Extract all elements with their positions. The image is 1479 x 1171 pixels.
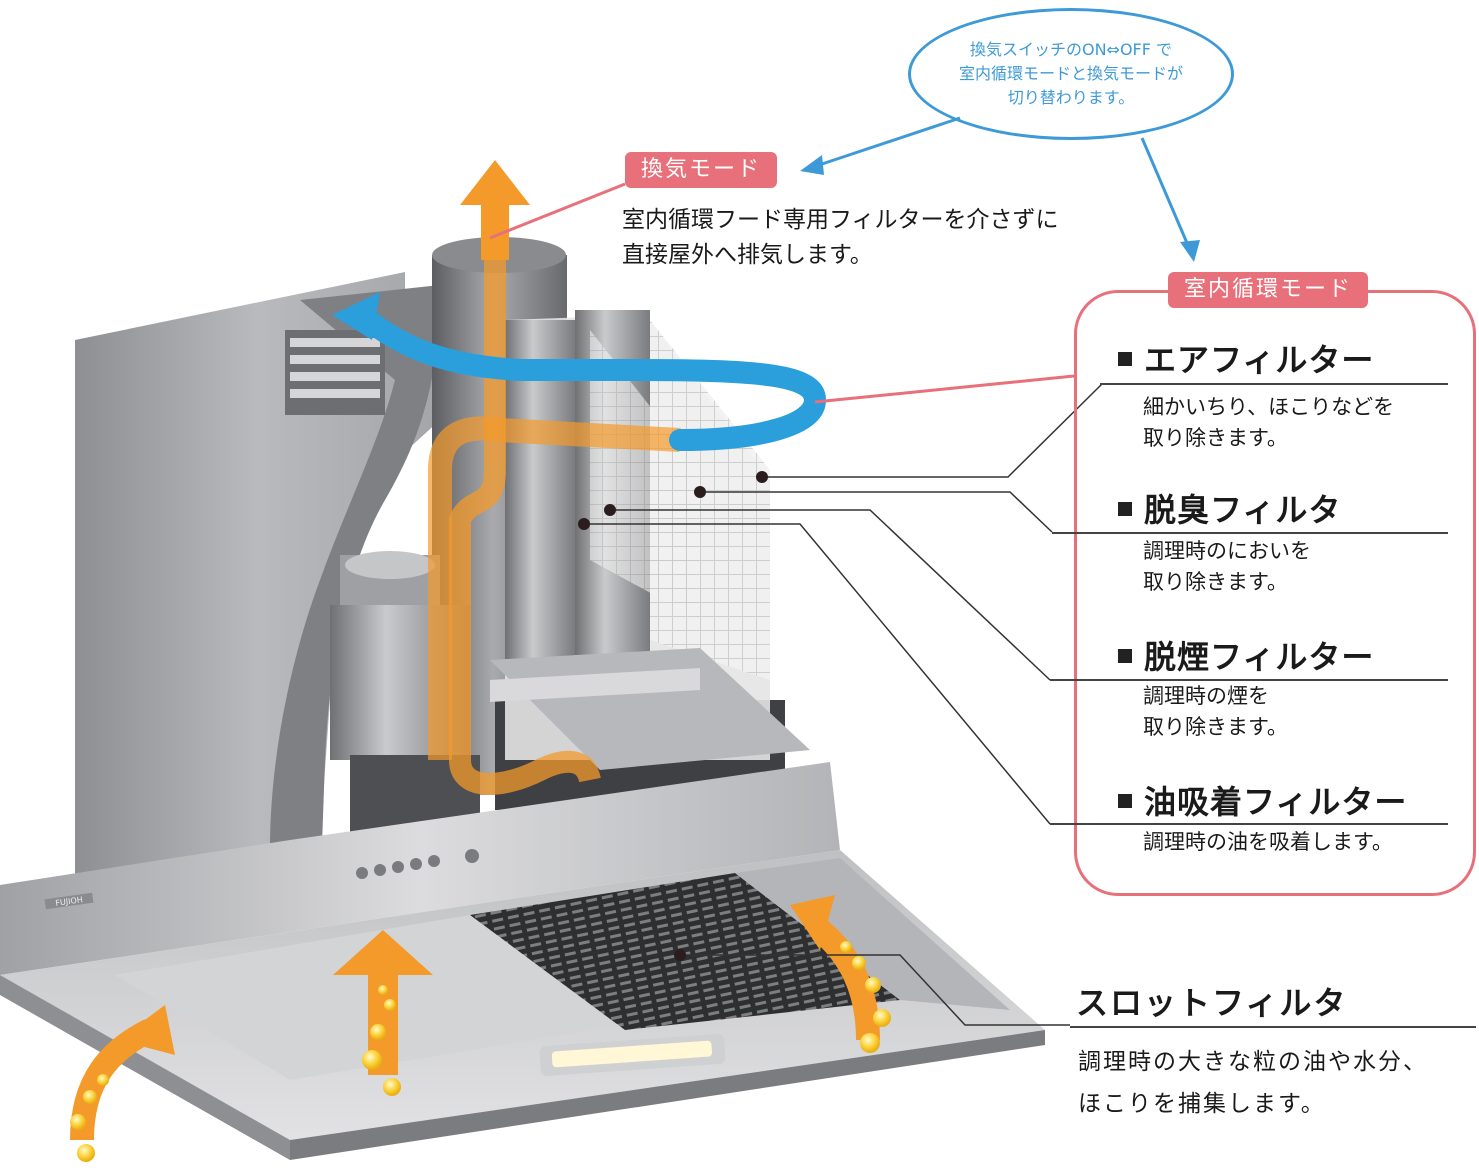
filter-desc-smoke-2: 取り除きます。 (1143, 715, 1288, 739)
vent-grill (285, 330, 385, 415)
oil-particles (70, 941, 891, 1162)
filter-desc-air-2: 取り除きます。 (1143, 426, 1288, 450)
recirc-label-connector (814, 374, 1075, 404)
bubble-pointer-arrows (800, 116, 1200, 262)
divider (1050, 823, 1448, 825)
slot-filter-heading: スロットフィルタ (1076, 984, 1348, 1022)
intake-arrow-right (790, 895, 880, 1041)
exhaust-mode-label: 換気モード (625, 152, 778, 188)
slot-filter-desc-1: 調理時の大きな粒の油や水分、 (1078, 1049, 1428, 1075)
exhaust-mode-desc-1: 室内循環フード専用フィルターを介さずに (622, 207, 1059, 233)
bubble-line-3: 切り替わります。 (1007, 88, 1135, 107)
filter-desc-deodorize-2: 取り除きます。 (1143, 570, 1288, 594)
filter-desc-smoke-1: 調理時の煙を (1143, 684, 1269, 708)
recirculation-arrow (332, 292, 827, 451)
filter-heading-deodorize: 脱臭フィルタ (1118, 490, 1341, 530)
leader-lines (584, 383, 1103, 1026)
divider (1050, 679, 1448, 681)
brand-logo: FUJIOH (55, 895, 83, 908)
divider (1052, 532, 1448, 534)
filter-heading-smoke: 脱煙フィルター (1118, 637, 1374, 677)
recirc-mode-label: 室内循環モード (1168, 272, 1369, 308)
bubble-line-1: 換気スイッチのON⇔OFF で (969, 40, 1173, 59)
exhaust-mode-desc-2: 直接屋外へ排気します。 (622, 242, 873, 268)
mode-switch-bubble: 換気スイッチのON⇔OFF で 室内循環モードと換気モードが 切り替わります。 (908, 8, 1234, 140)
bullet-square (1118, 502, 1132, 516)
control-buttons (356, 849, 479, 879)
filter-desc-air-1: 細かいちり、ほこりなどを (1143, 395, 1395, 419)
filter-heading-oil-adsorb: 油吸着フィルター (1118, 782, 1407, 822)
slot-filter-desc-2: ほこりを捕集します。 (1078, 1091, 1326, 1117)
filter-desc-oil-adsorb-1: 調理時の油を吸着します。 (1143, 830, 1393, 854)
divider (1100, 383, 1448, 385)
hood-body: FUJIOH (0, 762, 1045, 1160)
back-panel (75, 272, 440, 880)
leader-dots (578, 471, 768, 961)
bubble-line-2: 室内循環モードと換気モードが (958, 64, 1183, 83)
exhaust-label-connector (489, 182, 626, 240)
internal-flow-path (449, 230, 601, 795)
bullet-square (1118, 649, 1132, 663)
recirc-flow-path (428, 416, 681, 760)
filter-heading-air: エアフィルター (1118, 340, 1374, 380)
filter-desc-deodorize-1: 調理時のにおいを (1143, 539, 1311, 563)
divider (1070, 1026, 1476, 1028)
exhaust-arrow (460, 160, 530, 260)
bullet-square (1118, 794, 1132, 808)
bullet-square (1118, 352, 1132, 366)
